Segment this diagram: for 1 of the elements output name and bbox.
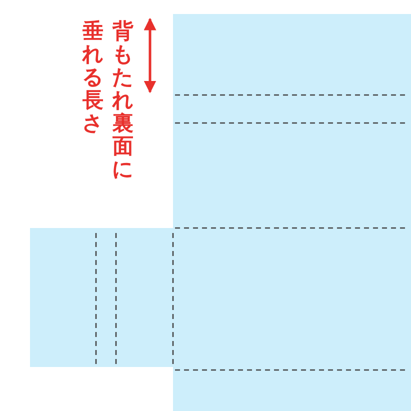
dimension-label: 背もたれ裏面に垂れる長さ	[82, 20, 134, 181]
